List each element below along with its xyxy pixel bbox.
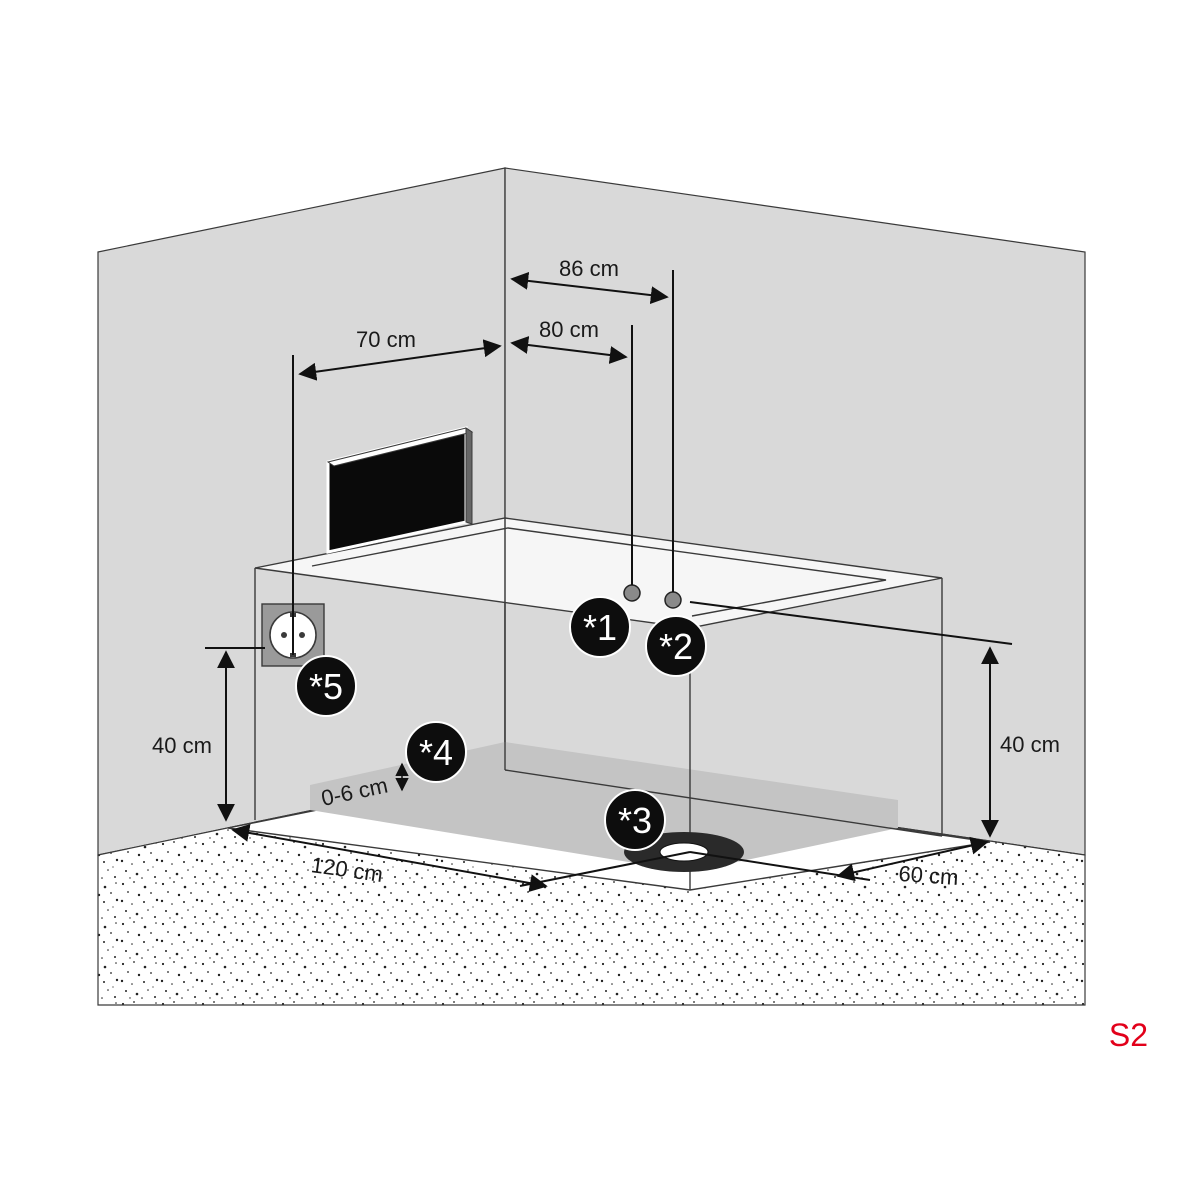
dim-40cm-left: 40 cm	[152, 733, 212, 758]
marker-3: *3	[604, 789, 666, 851]
drain-icon	[659, 842, 709, 862]
back-panel	[326, 426, 474, 554]
svg-text:*3: *3	[618, 800, 652, 841]
svg-text:*1: *1	[583, 607, 617, 648]
svg-text:*5: *5	[309, 666, 343, 707]
svg-text:*4: *4	[419, 732, 453, 773]
svg-text:*2: *2	[659, 626, 693, 667]
cold-water-connection	[623, 584, 641, 602]
marker-5: *5	[295, 655, 357, 717]
hot-water-connection	[664, 591, 682, 609]
dim-80cm: 80 cm	[539, 317, 599, 342]
marker-4: *4	[405, 721, 467, 783]
corner-tag: S2	[1109, 1017, 1148, 1053]
dimension-lines	[205, 270, 1013, 893]
marker-2: *2	[645, 615, 707, 677]
dim-60cm: 60 cm	[898, 861, 960, 890]
cabin-outline	[254, 517, 943, 890]
dim-86cm: 86 cm	[559, 256, 619, 281]
dim-40cm-right: 40 cm	[1000, 732, 1060, 757]
marker-1: *1	[569, 596, 631, 658]
dim-70cm: 70 cm	[356, 327, 416, 352]
